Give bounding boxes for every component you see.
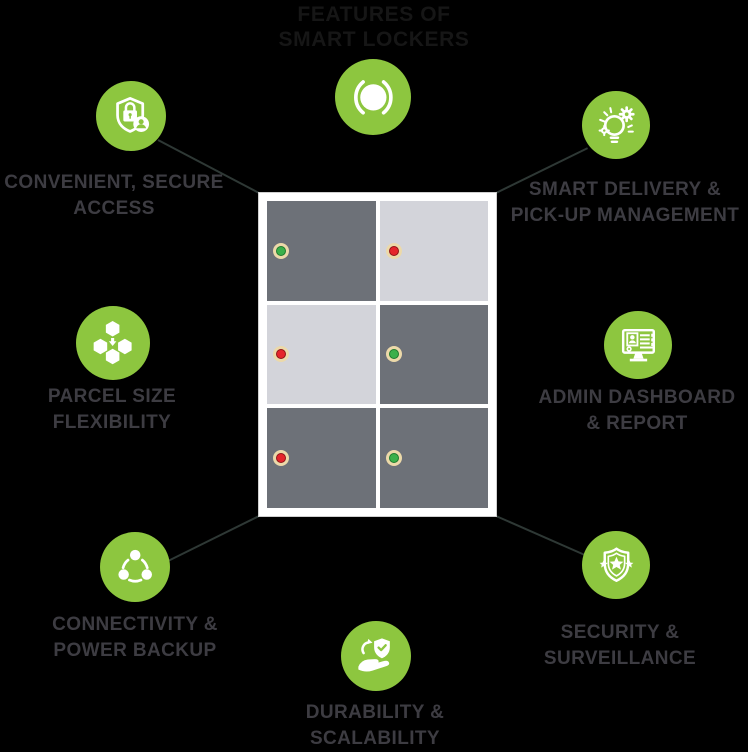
monitor-dashboard-icon <box>604 311 672 379</box>
touch-button-badge <box>335 59 411 135</box>
shield-lock-user-icon <box>96 81 166 151</box>
feature-label-line2: & REPORT <box>586 413 688 434</box>
feature-label-security: SECURITY & SURVEILLANCE <box>500 620 740 672</box>
shield-stars-icon <box>582 531 650 599</box>
feature-circle-smart-delivery <box>582 91 650 159</box>
feature-circle-convenient-secure-access <box>96 81 166 151</box>
led-indicator-red <box>388 245 399 256</box>
feature-label-line1: ADMIN DASHBOARD <box>538 387 736 408</box>
feature-label-line1: SMART DELIVERY & <box>528 179 722 200</box>
feature-label-line1: CONVENIENT, SECURE <box>4 172 224 193</box>
locker-door <box>379 201 488 301</box>
feature-circle-durability <box>341 621 411 691</box>
touch-button-icon <box>335 59 411 135</box>
led-indicator-green <box>388 453 399 464</box>
feature-label-smart-delivery: SMART DELIVERY & PICK-UP MANAGEMENT <box>502 177 748 229</box>
feature-label-convenient-secure-access: CONVENIENT, SECURE ACCESS <box>0 170 234 222</box>
feature-label-parcel-size: PARCEL SIZE FLEXIBILITY <box>2 384 222 436</box>
feature-circle-admin-dashboard <box>604 311 672 379</box>
hexagons-arrow-icon <box>76 306 150 380</box>
led-indicator-green <box>276 245 286 256</box>
feature-label-line1: CONNECTIVITY & <box>52 614 218 635</box>
feature-label-admin-dashboard: ADMIN DASHBOARD & REPORT <box>517 385 748 437</box>
led-indicator-green <box>388 349 399 360</box>
feature-label-line1: SECURITY & <box>560 622 680 643</box>
page-title: FEATURES OF SMART LOCKERS <box>0 2 748 52</box>
connector-bottom-left <box>167 514 260 562</box>
locker-door <box>379 304 488 405</box>
feature-label-line1: DURABILITY & <box>305 702 445 723</box>
feature-circle-connectivity <box>100 532 170 602</box>
feature-circle-parcel-size <box>76 306 150 380</box>
locker-door <box>267 304 376 405</box>
led-indicator-red <box>276 453 286 464</box>
locker-door <box>267 201 376 301</box>
feature-label-line2: SCALABILITY <box>309 728 440 749</box>
connector-bottom-right <box>495 515 586 556</box>
locker-door <box>267 408 376 508</box>
locker-cabinet <box>258 192 497 517</box>
page-title-line2: SMART LOCKERS <box>278 28 470 51</box>
feature-label-line2: PICK-UP MANAGEMENT <box>510 205 740 226</box>
feature-label-line2: ACCESS <box>73 198 155 219</box>
led-indicator-red <box>276 349 286 360</box>
feature-label-line2: FLEXIBILITY <box>52 412 172 433</box>
feature-label-durability: DURABILITY & SCALABILITY <box>265 700 485 752</box>
page-title-line1: FEATURES OF <box>297 3 451 26</box>
feature-label-line2: POWER BACKUP <box>53 640 217 661</box>
locker-door <box>379 408 488 508</box>
feature-label-connectivity: CONNECTIVITY & POWER BACKUP <box>15 612 255 664</box>
bulb-gear-icon <box>582 91 650 159</box>
hand-shield-icon <box>341 621 411 691</box>
feature-label-line2: SURVEILLANCE <box>543 648 697 669</box>
feature-circle-security <box>582 531 650 599</box>
feature-label-line1: PARCEL SIZE <box>47 386 177 407</box>
network-nodes-icon <box>100 532 170 602</box>
